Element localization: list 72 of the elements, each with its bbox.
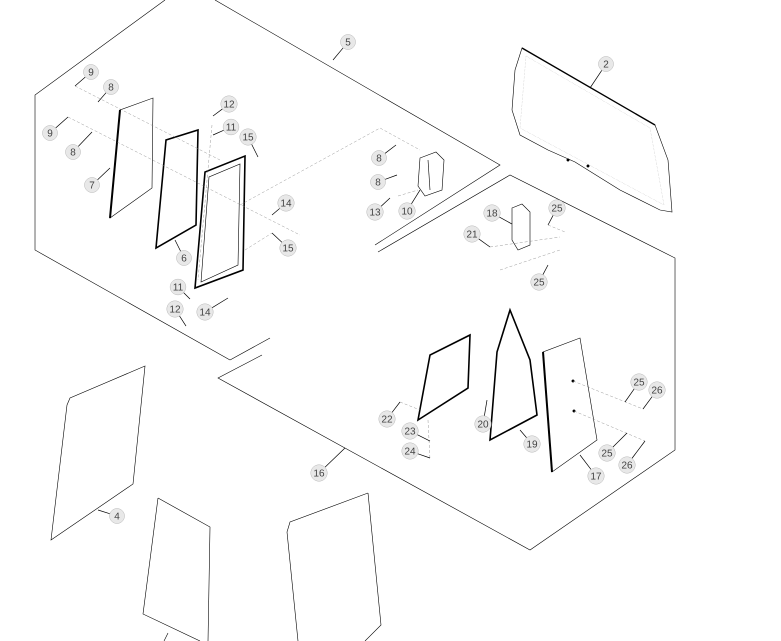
callout-number: 23 (402, 422, 418, 440)
leader-line (478, 238, 490, 248)
leader-line (212, 108, 223, 116)
callout-number: 15 (240, 128, 256, 146)
callout-number: 7 (84, 177, 100, 193)
leader-line (384, 144, 396, 154)
leader-line (580, 454, 592, 470)
leader-line (97, 168, 110, 180)
leader-line (212, 298, 228, 308)
callout-number: 4 (109, 508, 125, 524)
callout-number: 5 (340, 34, 356, 50)
leader-line (632, 440, 646, 459)
leader-line (251, 144, 258, 158)
callout-number: 17 (588, 468, 604, 484)
callout-number: 26 (618, 456, 636, 474)
callout-number: 9 (83, 64, 99, 80)
leader-line (74, 76, 86, 86)
callout-number: 8 (65, 144, 81, 160)
callout-number: 8 (370, 174, 386, 190)
leader-line (212, 130, 224, 136)
callout-number: 25 (548, 200, 566, 216)
leader-line (174, 240, 181, 252)
leader-line (590, 70, 602, 88)
leader-line (499, 216, 512, 224)
leader-line (484, 400, 488, 416)
callout-number: 15 (280, 240, 296, 256)
callout-number: 13 (366, 204, 384, 220)
leader-line (384, 174, 398, 180)
callout-number: 14 (196, 304, 214, 320)
callout-number: 20 (474, 416, 492, 432)
leader-line (98, 510, 110, 514)
leader-line (272, 232, 282, 243)
leader-line (179, 316, 186, 326)
callout-number: 11 (170, 278, 186, 296)
leader-line (183, 292, 190, 300)
callout-number: 26 (648, 382, 666, 398)
leader-line (55, 116, 68, 128)
leader-line (380, 198, 390, 207)
callout-number: 25 (530, 274, 548, 290)
leader-line (324, 448, 346, 468)
leader-line (392, 402, 400, 413)
callout-number: 21 (464, 226, 480, 242)
leader-line (542, 264, 548, 275)
callout-number: 18 (484, 204, 500, 222)
leader-line (411, 190, 420, 204)
leader-line (332, 48, 344, 60)
callout-number: 19 (524, 436, 540, 452)
callout-number: 25 (630, 374, 648, 390)
callout-number: 8 (103, 79, 119, 95)
callout-number: 22 (378, 410, 396, 428)
callout-number: 6 (176, 250, 192, 266)
callout-number: 11 (222, 118, 240, 136)
leader-line (520, 430, 527, 438)
leader-line (272, 208, 280, 216)
callout-number: 12 (166, 300, 184, 318)
callout-number: 8 (371, 150, 387, 166)
callout-number: 25 (598, 444, 616, 462)
leader-line (418, 453, 430, 458)
callout-number: 2 (598, 56, 614, 72)
leader-line (78, 132, 92, 147)
leader-line (98, 92, 106, 102)
leader-line (624, 388, 635, 402)
callout-number: 24 (402, 442, 418, 460)
callout-number: 14 (278, 194, 294, 212)
leader-line (612, 432, 628, 448)
callout-number: 16 (310, 464, 328, 482)
leader-line (548, 215, 554, 226)
callout-number: 9 (42, 125, 58, 141)
callout-number: 10 (398, 202, 416, 220)
leader-line (642, 396, 652, 410)
leader-line (417, 434, 430, 442)
callout-number: 12 (220, 96, 238, 112)
